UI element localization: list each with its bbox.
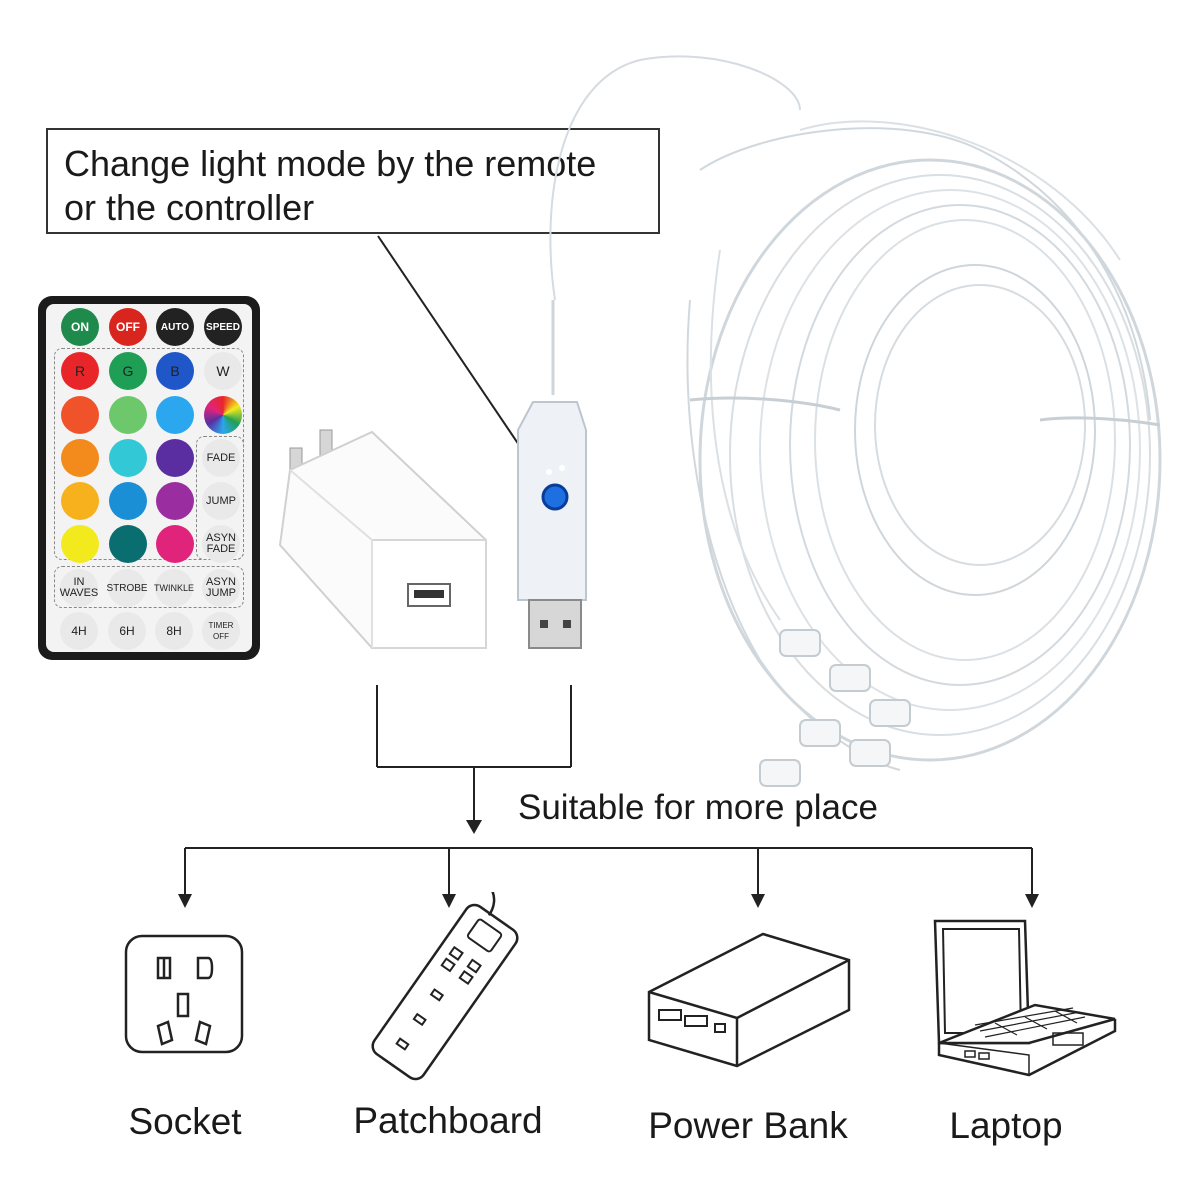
- remote-color-button[interactable]: [156, 525, 194, 563]
- remote-off-label: OFF: [116, 320, 140, 334]
- remote-blue-button[interactable]: B: [156, 352, 194, 390]
- remote-color-button[interactable]: [109, 396, 147, 434]
- remote-timer-off-label: TIMER OFF: [208, 621, 234, 641]
- remote-in-waves-button[interactable]: IN WAVES: [60, 569, 98, 607]
- remote-asyn-jump-button[interactable]: ASYN JUMP: [202, 569, 240, 607]
- main-label: Suitable for more place: [518, 788, 878, 827]
- remote-speed-button[interactable]: SPEED: [204, 308, 242, 346]
- remote-auto-label: AUTO: [160, 321, 190, 333]
- remote-twinkle-label: TWINKLE: [154, 582, 195, 593]
- remote-color-button[interactable]: [109, 525, 147, 563]
- remote-jump-button[interactable]: JUMP: [202, 482, 240, 520]
- device-label-power-bank: Power Bank: [648, 1105, 848, 1146]
- remote-fade-button[interactable]: FADE: [202, 439, 240, 477]
- remote-color-button[interactable]: [61, 439, 99, 477]
- remote-color-button[interactable]: [109, 439, 147, 477]
- light-string-coil-icon: [549, 55, 1162, 787]
- rainbow-wheel-icon[interactable]: [204, 396, 242, 434]
- remote-4h-button[interactable]: 4H: [60, 612, 98, 650]
- remote-color-button[interactable]: [109, 482, 147, 520]
- callout-line-2: or the controller: [64, 187, 315, 228]
- remote-speed-label: SPEED: [206, 321, 240, 333]
- usb-controller-icon: [517, 401, 587, 649]
- remote-green-label: G: [122, 363, 134, 379]
- remote-color-button[interactable]: [61, 482, 99, 520]
- connector-lines: [178, 685, 1039, 908]
- remote-control: ON OFF AUTO SPEED R G B W FADE JUMP ASYN…: [38, 296, 260, 660]
- socket-icon: [124, 934, 244, 1054]
- remote-white-button[interactable]: W: [204, 352, 242, 390]
- callout-line-1: Change light mode by the remote: [64, 143, 597, 184]
- remote-white-label: W: [216, 363, 230, 379]
- remote-on-button[interactable]: ON: [61, 308, 99, 346]
- mode-row-frame: [54, 566, 244, 608]
- device-label-patchboard: Patchboard: [353, 1100, 543, 1141]
- remote-6h-label: 6H: [119, 623, 135, 638]
- remote-off-button[interactable]: OFF: [109, 308, 147, 346]
- remote-color-button[interactable]: [61, 396, 99, 434]
- power-bank-icon: [647, 932, 851, 1068]
- remote-blue-label: B: [170, 363, 180, 379]
- remote-fade-label: FADE: [206, 451, 236, 464]
- patchboard-icon: [371, 892, 519, 1081]
- usb-adapter-icon: [278, 429, 487, 649]
- remote-8h-label: 8H: [166, 623, 182, 638]
- remote-color-button[interactable]: [156, 439, 194, 477]
- callout-box: Change light mode by the remote or the c…: [46, 128, 660, 234]
- remote-red-label: R: [74, 363, 86, 379]
- remote-red-button[interactable]: R: [61, 352, 99, 390]
- remote-green-button[interactable]: G: [109, 352, 147, 390]
- remote-jump-label: JUMP: [206, 494, 236, 507]
- remote-color-button[interactable]: [156, 482, 194, 520]
- remote-twinkle-button[interactable]: TWINKLE: [154, 569, 195, 607]
- remote-asyn-fade-label: ASYN FADE: [206, 532, 236, 555]
- remote-on-label: ON: [71, 320, 89, 334]
- remote-timer-off-button[interactable]: TIMER OFF: [202, 612, 240, 650]
- remote-strobe-button[interactable]: STROBE: [106, 569, 148, 607]
- remote-asyn-fade-button[interactable]: ASYN FADE: [202, 525, 240, 563]
- device-label-laptop: Laptop: [949, 1105, 1063, 1146]
- remote-6h-button[interactable]: 6H: [108, 612, 146, 650]
- remote-asyn-jump-label: ASYN JUMP: [206, 576, 236, 599]
- laptop-icon: [933, 919, 1117, 1077]
- remote-4h-label: 4H: [71, 623, 87, 638]
- remote-8h-button[interactable]: 8H: [155, 612, 193, 650]
- remote-in-waves-label: IN WAVES: [59, 576, 99, 599]
- remote-color-button[interactable]: [61, 525, 99, 563]
- remote-color-button[interactable]: [156, 396, 194, 434]
- device-label-socket: Socket: [128, 1101, 242, 1142]
- remote-strobe-label: STROBE: [106, 582, 148, 594]
- remote-auto-button[interactable]: AUTO: [156, 308, 194, 346]
